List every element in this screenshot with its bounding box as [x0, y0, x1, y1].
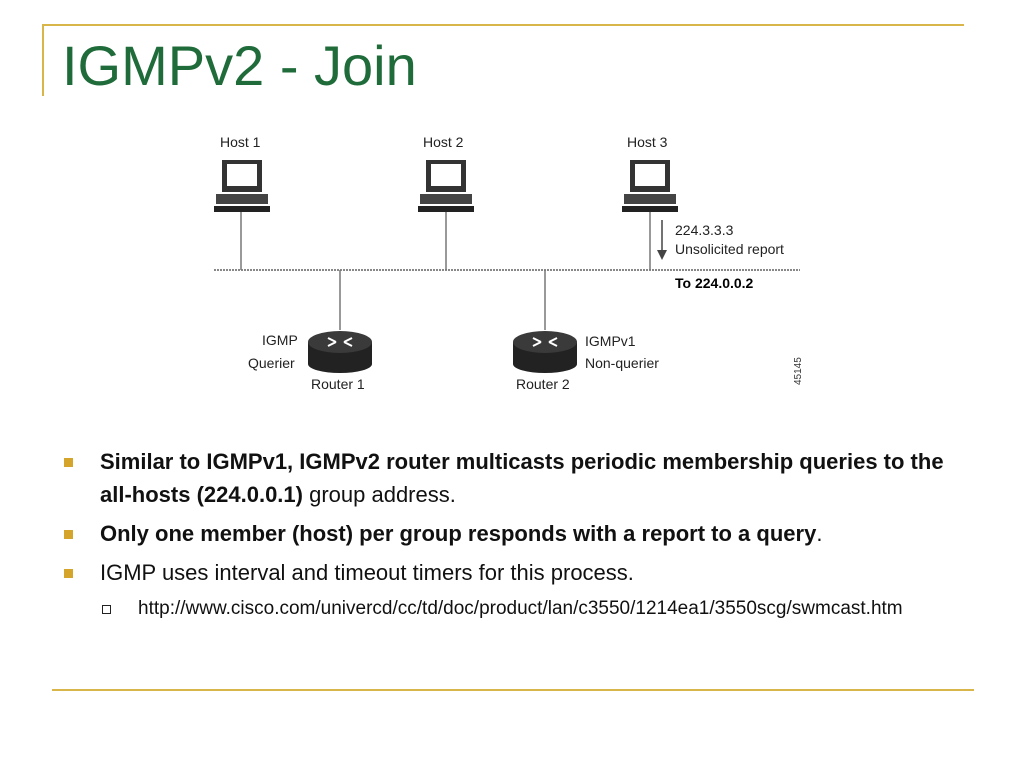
host2-label: Host 2	[423, 134, 464, 150]
router1-role-line2: Querier	[248, 355, 295, 371]
bullet-square-icon	[64, 569, 73, 578]
bullet2-bold: Only one member (host) per group respond…	[100, 521, 817, 546]
network-diagram: Host 1 Host 2 Host 3 224.3.3.3 Unsolicit…	[214, 134, 804, 392]
host1-label: Host 1	[220, 134, 261, 150]
router1-name: Router 1	[311, 376, 365, 392]
bullet3-text: IGMP uses interval and timeout timers fo…	[100, 560, 634, 585]
host3-computer-icon	[622, 160, 678, 212]
sub-bullet-box-icon	[102, 605, 111, 614]
bullet-item: IGMP uses interval and timeout timers fo…	[62, 556, 962, 589]
top-rule	[42, 24, 964, 26]
bullet-item: Similar to IGMPv1, IGMPv2 router multica…	[62, 445, 962, 511]
bottom-rule	[52, 689, 974, 691]
bullet-square-icon	[64, 458, 73, 467]
left-rule	[42, 24, 44, 96]
figure-id: 45145	[793, 357, 804, 385]
bullet1-text: group address.	[302, 482, 456, 507]
router2-icon	[513, 331, 577, 373]
host1-computer-icon	[214, 160, 270, 212]
router1-icon	[308, 331, 372, 373]
router2-role-line1: IGMPv1	[585, 333, 636, 349]
reference-url: http://www.cisco.com/univercd/cc/td/doc/…	[138, 598, 903, 619]
slide-title: IGMPv2 - Join	[62, 34, 417, 97]
router2-name: Router 2	[516, 376, 570, 392]
router1-role-line1: IGMP	[262, 332, 298, 348]
bullet-list: Similar to IGMPv1, IGMPv2 router multica…	[62, 445, 962, 623]
router2-role-line2: Non-querier	[585, 355, 659, 371]
bullet-square-icon	[64, 530, 73, 539]
host3-label: Host 3	[627, 134, 668, 150]
bullet-item: Only one member (host) per group respond…	[62, 517, 962, 550]
sub-bullet-item: http://www.cisco.com/univercd/cc/td/doc/…	[62, 595, 956, 623]
report-address: 224.3.3.3	[675, 222, 734, 238]
report-label: Unsolicited report	[675, 241, 784, 257]
bullet1-bold: Similar to IGMPv1, IGMPv2 router multica…	[100, 449, 944, 507]
report-target: To 224.0.0.2	[675, 275, 754, 291]
bullet2-text: .	[816, 521, 823, 546]
report-arrow-head	[657, 250, 667, 260]
host2-computer-icon	[418, 160, 474, 212]
